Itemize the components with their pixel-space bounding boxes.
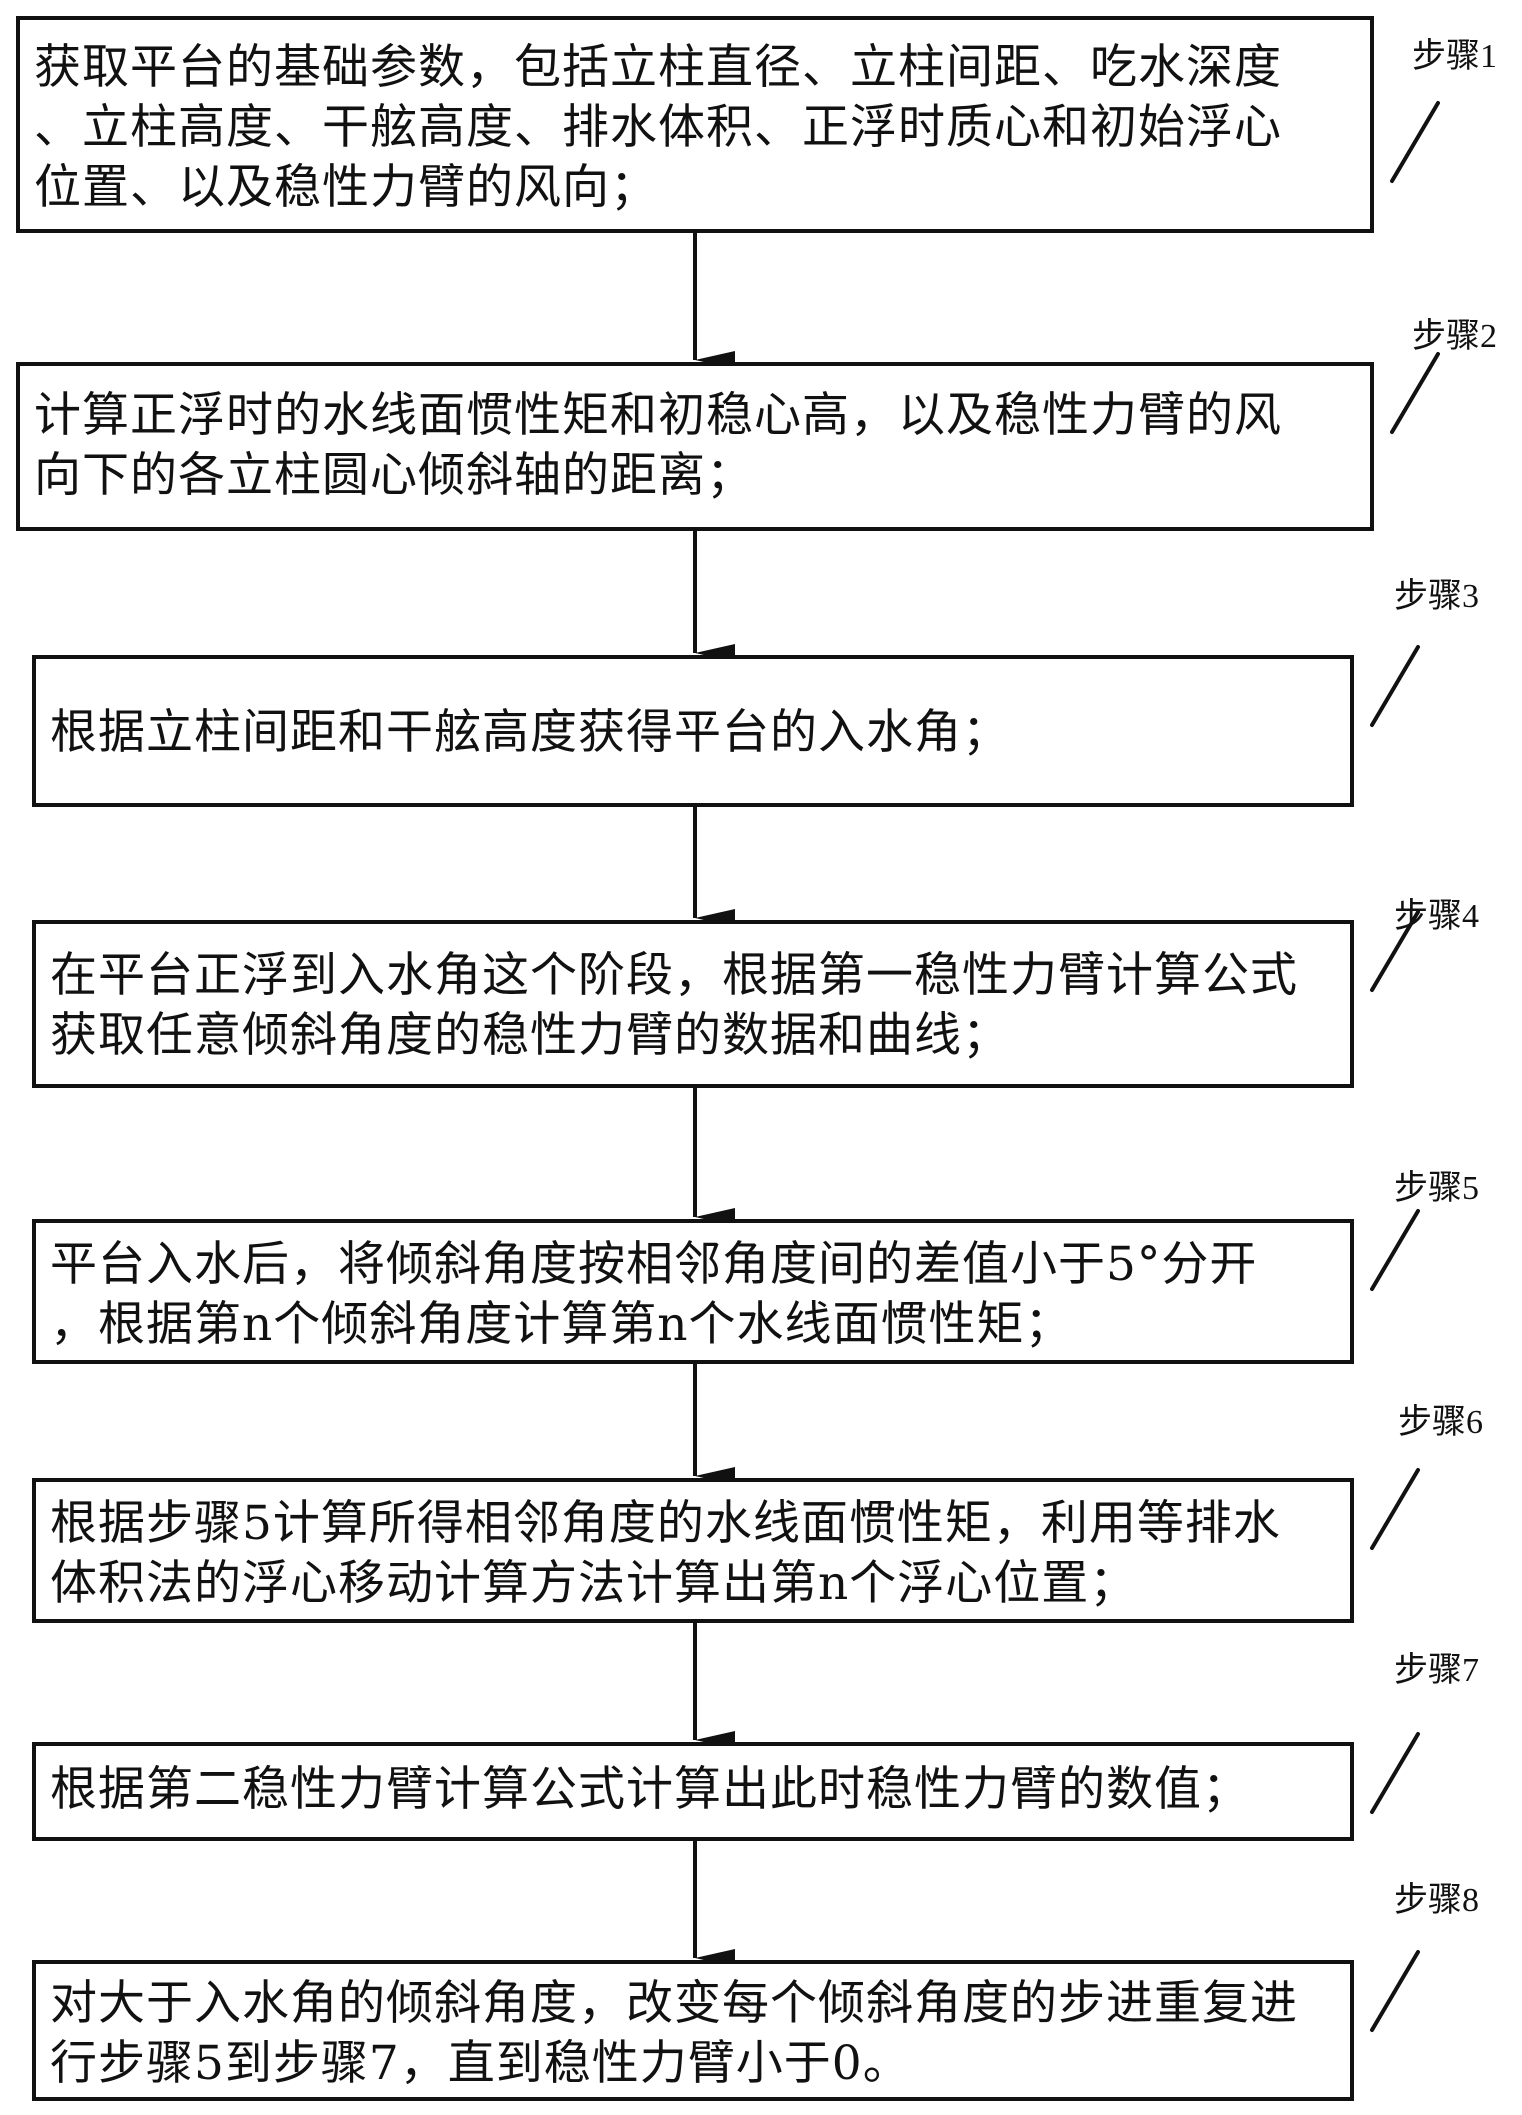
step-8-box: 对大于入水角的倾斜角度，改变每个倾斜角度的步进重复进 行步骤5到步骤7，直到稳性… <box>32 1960 1354 2101</box>
leader-slash <box>1370 1209 1420 1291</box>
step-1-box: 获取平台的基础参数，包括立柱直径、立柱间距、吃水深度 、立柱高度、干舷高度、排水… <box>16 16 1374 233</box>
step-7-label: 步骤7 <box>1394 1652 1479 1689</box>
leader-slash <box>1370 910 1420 992</box>
leader-slash <box>1370 645 1420 727</box>
step-2-label: 步骤2 <box>1412 318 1497 355</box>
leader-slash <box>1370 1732 1420 1814</box>
step-7-text: 根据第二稳性力臂计算公式计算出此时稳性力臂的数值； <box>50 1762 1250 1817</box>
step-6-text: 根据步骤5计算所得相邻角度的水线面惯性矩，利用等排水 体积法的浮心移动计算方法计… <box>50 1496 1281 1611</box>
step-5-text: 平台入水后，将倾斜角度按相邻角度间的差值小于5°分开 ，根据第n个倾斜角度计算第… <box>50 1237 1258 1352</box>
step-8-label: 步骤8 <box>1394 1882 1479 1919</box>
leader-slash <box>1370 1950 1420 2032</box>
leader-slash <box>1390 101 1440 183</box>
step-1-text: 获取平台的基础参数，包括立柱直径、立柱间距、吃水深度 、立柱高度、干舷高度、排水… <box>34 40 1282 215</box>
step-5-label: 步骤5 <box>1394 1170 1479 1207</box>
step-5-box: 平台入水后，将倾斜角度按相邻角度间的差值小于5°分开 ，根据第n个倾斜角度计算第… <box>32 1219 1354 1364</box>
step-2-box: 计算正浮时的水线面惯性矩和初稳心高，以及稳性力臂的风 向下的各立柱圆心倾斜轴的距… <box>16 362 1374 531</box>
step-3-text: 根据立柱间距和干舷高度获得平台的入水角； <box>50 705 1010 760</box>
step-2-text: 计算正浮时的水线面惯性矩和初稳心高，以及稳性力臂的风 向下的各立柱圆心倾斜轴的距… <box>34 388 1282 503</box>
step-4-label: 步骤4 <box>1394 898 1479 935</box>
step-6-label: 步骤6 <box>1398 1404 1483 1441</box>
step-7-box: 根据第二稳性力臂计算公式计算出此时稳性力臂的数值； <box>32 1742 1354 1841</box>
step-4-text: 在平台正浮到入水角这个阶段，根据第一稳性力臂计算公式 获取任意倾斜角度的稳性力臂… <box>50 948 1298 1063</box>
step-3-label: 步骤3 <box>1394 578 1479 615</box>
step-8-text: 对大于入水角的倾斜角度，改变每个倾斜角度的步进重复进 行步骤5到步骤7，直到稳性… <box>50 1976 1298 2091</box>
step-4-box: 在平台正浮到入水角这个阶段，根据第一稳性力臂计算公式 获取任意倾斜角度的稳性力臂… <box>32 920 1354 1088</box>
step-3-box: 根据立柱间距和干舷高度获得平台的入水角； <box>32 655 1354 807</box>
leader-slash <box>1370 1468 1420 1550</box>
step-6-box: 根据步骤5计算所得相邻角度的水线面惯性矩，利用等排水 体积法的浮心移动计算方法计… <box>32 1478 1354 1623</box>
step-1-label: 步骤1 <box>1412 38 1497 75</box>
leader-slash <box>1390 352 1440 434</box>
